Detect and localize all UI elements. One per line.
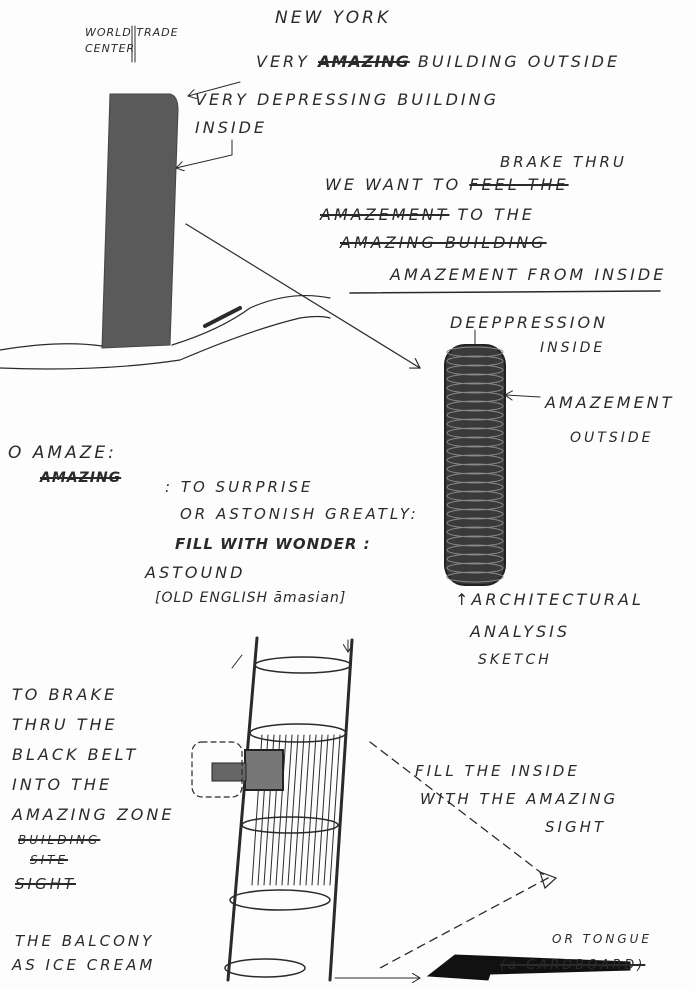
coil-loop <box>446 418 504 430</box>
arrow-inside <box>176 139 233 168</box>
coil-loop <box>446 454 504 466</box>
coil-depression: DEEPPRESSION <box>450 313 609 332</box>
left-struck-0: BUILDING <box>18 833 101 847</box>
left-struck-2: SIGHT <box>15 875 77 893</box>
coil-loop <box>446 535 504 547</box>
coil-amazement-sub: OUTSIDE <box>570 430 654 446</box>
note-bold: AMAZING <box>318 52 410 71</box>
sightline <box>369 741 550 969</box>
hatch-line <box>293 734 305 886</box>
coil-loop <box>446 427 504 439</box>
def-struck: AMAZING <box>40 470 122 486</box>
note-outside: VERY AMAZING BUILDING OUTSIDE <box>256 52 620 71</box>
coil-loop <box>446 400 504 412</box>
coil-loop <box>446 391 504 403</box>
coil-loop <box>446 571 504 583</box>
coil-loop <box>446 544 504 556</box>
intent-struck: AMAZEMENT <box>320 205 450 224</box>
intent-line4: AMAZEMENT FROM INSIDE <box>390 265 667 284</box>
coil-loop <box>446 490 504 502</box>
def-l2: OR ASTONISH GREATLY: <box>180 505 419 523</box>
hatch-line <box>329 734 341 886</box>
left-note-3: INTO THE <box>12 775 113 794</box>
caption-1: ↑ARCHITECTURAL <box>455 590 644 609</box>
coil-loop <box>446 355 504 367</box>
coil-loop <box>446 409 504 421</box>
fill-note-2: SIGHT <box>545 818 607 836</box>
coil-loop <box>446 481 504 493</box>
intent-text: WE WANT TO <box>325 175 462 194</box>
balcony-box <box>244 749 284 791</box>
def-heading: O AMAZE: <box>8 443 117 463</box>
hatch-line <box>323 734 335 886</box>
balcony-1: AS ICE CREAM <box>12 956 156 974</box>
note-inside-2: INSIDE <box>195 118 267 137</box>
coil-loop <box>446 364 504 376</box>
coil-loop <box>446 526 504 538</box>
caption-3: SKETCH <box>478 652 552 668</box>
arrow-outside <box>188 81 241 96</box>
wtc-tower <box>101 93 179 349</box>
left-note-2: BLACK BELT <box>12 745 139 764</box>
coil-loop <box>446 517 504 529</box>
left-note-1: THRU THE <box>12 715 118 734</box>
coil-loop <box>446 382 504 394</box>
tongue-1: OR TONGUE <box>552 932 653 946</box>
wtc-label: WORLD TRADE CENTER <box>85 26 179 55</box>
coil-loop <box>446 499 504 511</box>
coil-loop <box>446 373 504 385</box>
hatch-line <box>311 734 323 886</box>
left-note-0: TO BRAKE <box>12 685 118 704</box>
intent-struck: FEEL THE <box>469 175 569 194</box>
intent-text: TO THE <box>457 205 535 224</box>
def-l5: [OLD ENGLISH āmasian] <box>155 590 347 606</box>
caption-2: ANALYSIS <box>470 622 571 641</box>
coil-loop <box>446 436 504 448</box>
note-text: VERY <box>256 52 310 71</box>
balcony-0: THE BALCONY <box>15 932 155 950</box>
coil-loop <box>446 346 504 358</box>
hatch-line <box>335 734 347 886</box>
tongue-shape <box>426 954 631 981</box>
coil-amazement: AMAZEMENT <box>545 393 675 412</box>
hatch-line <box>305 734 317 886</box>
coil-loop <box>446 472 504 484</box>
coil-loop <box>446 508 504 520</box>
def-l1: : TO SURPRISE <box>165 478 314 496</box>
hatch-line <box>317 734 329 886</box>
river <box>0 294 331 370</box>
def-l4: ASTOUND <box>145 563 246 582</box>
intent-insert: BRAKE THRU <box>500 153 627 171</box>
coil-loop <box>446 562 504 574</box>
intent-line3: AMAZING BUILDING <box>340 233 547 252</box>
coil-loop <box>446 463 504 475</box>
left-note-4: AMAZING ZONE <box>12 805 175 824</box>
note-text: BUILDING OUTSIDE <box>417 52 621 71</box>
title: NEW YORK <box>275 8 392 28</box>
intent-line1: WE WANT TO FEEL THE <box>325 175 569 194</box>
fill-note-0: FILL THE INSIDE <box>415 762 580 780</box>
hatch-line <box>275 734 287 886</box>
def-l3: FILL WITH WONDER : <box>175 535 371 553</box>
coil-loop <box>446 445 504 457</box>
coil-depression-sub: INSIDE <box>540 340 606 356</box>
hatch-line <box>281 734 293 886</box>
intent-line2: AMAZEMENT TO THE <box>320 205 535 224</box>
tube-sketch <box>224 636 354 982</box>
hatch-line <box>299 734 311 886</box>
left-struck-1: SITE <box>30 853 69 867</box>
tongue-2: (a CARDBOARD) <box>500 958 646 973</box>
hatch-line <box>287 734 299 886</box>
underline <box>349 290 661 294</box>
note-inside-1: VERY DEPRESSING BUILDING <box>195 90 499 109</box>
coil-loop <box>446 553 504 565</box>
fill-note-1: WITH THE AMAZING <box>420 790 619 808</box>
